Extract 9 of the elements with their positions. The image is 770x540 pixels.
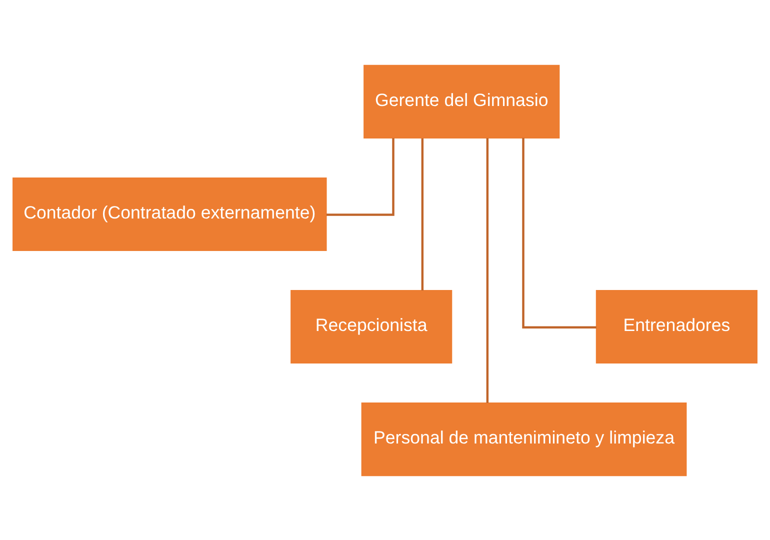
connector [421, 138, 424, 290]
connector [522, 137, 596, 328]
node-box: Contador (Contratado externamente) [12, 176, 327, 250]
connector [326, 138, 394, 216]
connector [486, 138, 489, 403]
node-box: Recepcionista [290, 290, 452, 364]
node-box: Personal de mantenimineto y limpieza [361, 402, 687, 476]
node-box: Gerente del Gimnasio [364, 64, 560, 138]
node-box: Entrenadores [596, 290, 758, 364]
